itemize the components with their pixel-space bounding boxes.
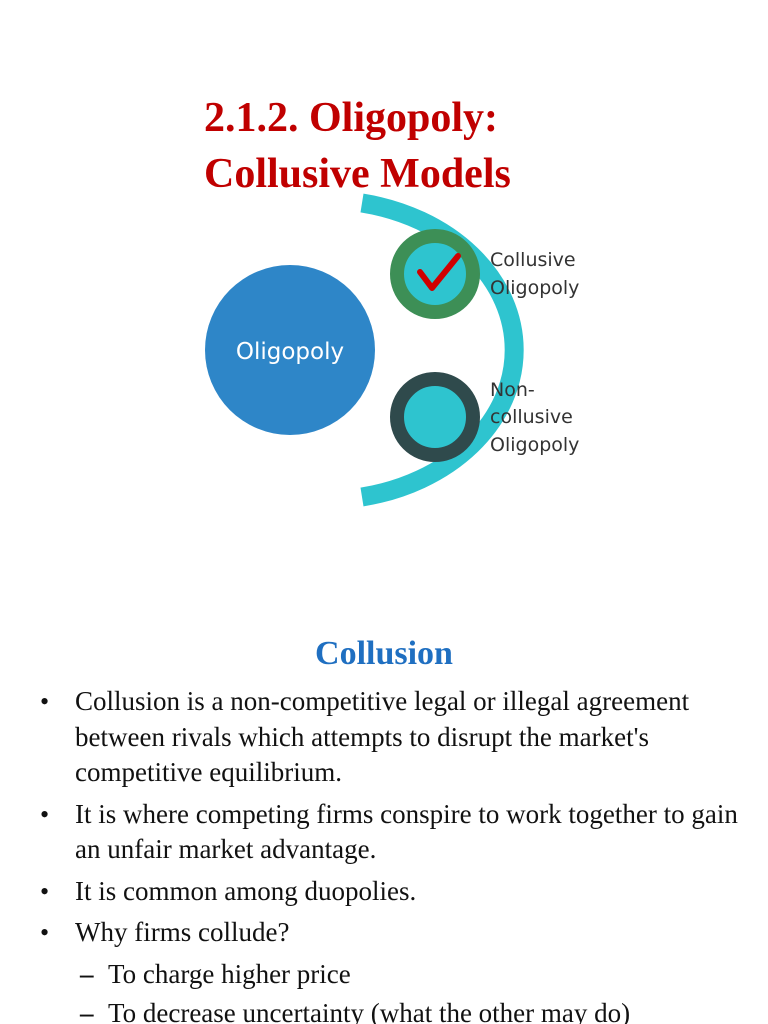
- check-icon: [417, 253, 461, 291]
- bullet-item: • It is where competing firms conspire t…: [40, 797, 740, 868]
- title-line-2: Collusive Models: [204, 151, 511, 197]
- collusive-label-line-2: Oligopoly: [490, 277, 579, 299]
- diagram-arc: [360, 193, 524, 507]
- title-line-1: 2.1.2. Oligopoly:: [204, 95, 499, 141]
- sub-bullet-item: – To decrease uncertainty (what the othe…: [40, 996, 740, 1024]
- sub-bullet-text: To decrease uncertainty (what the other …: [108, 998, 631, 1024]
- sub-bullet-symbol: –: [80, 998, 94, 1024]
- sub-bullet-item: – To charge higher price: [40, 957, 740, 993]
- bullet-text: It is common among duopolies.: [75, 875, 417, 906]
- section-heading: Collusion: [315, 635, 453, 672]
- bullet-symbol: •: [40, 918, 50, 947]
- collusive-label-line-1: Collusive: [490, 249, 576, 271]
- bullet-list: • Collusion is a non-competitive legal o…: [40, 684, 740, 1024]
- page-title: 2.1.2. Oligopoly: Collusive Models: [204, 90, 511, 202]
- center-circle: [205, 265, 375, 435]
- bullet-text: Why firms collude?: [75, 917, 290, 947]
- non-collusive-node: [390, 372, 480, 462]
- bullet-item: • Why firms collude?: [40, 915, 740, 951]
- collusive-node: [390, 229, 480, 319]
- bullet-item: • Collusion is a non-competitive legal o…: [40, 684, 740, 791]
- non-collusive-label-line-1: Non-: [490, 379, 535, 401]
- oligopoly-diagram: Oligopoly Collusive Oligopoly Non- collu…: [205, 193, 579, 507]
- non-collusive-label-line-2: collusive: [490, 406, 573, 428]
- sub-bullet-text: To charge higher price: [108, 958, 351, 989]
- non-collusive-label-line-3: Oligopoly: [490, 434, 579, 456]
- bullet-text: Collusion is a non-competitive legal or …: [75, 686, 690, 787]
- bullet-text: It is where competing firms conspire to …: [75, 798, 738, 865]
- bullet-symbol: •: [40, 799, 50, 829]
- bullet-symbol: •: [40, 876, 50, 906]
- center-label: Oligopoly: [236, 339, 344, 365]
- sub-bullet-symbol: –: [80, 958, 94, 989]
- bullet-symbol: •: [40, 687, 50, 716]
- bullet-item: • It is common among duopolies.: [40, 874, 740, 910]
